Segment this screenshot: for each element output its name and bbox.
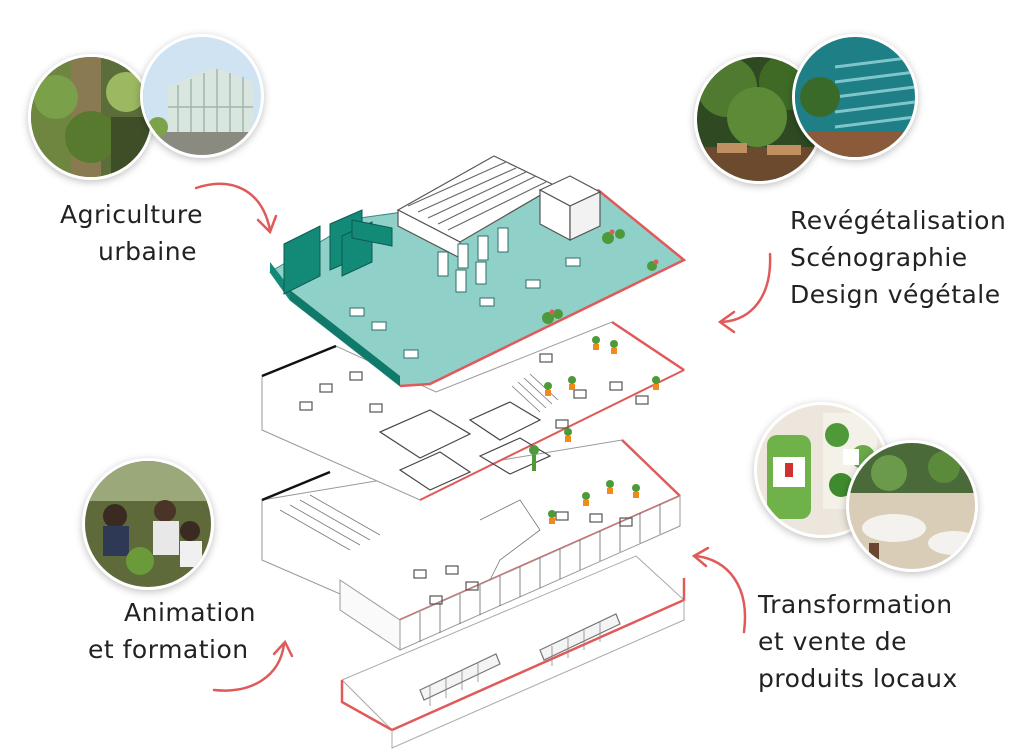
label-line: Design végétale <box>790 280 1001 309</box>
label-line: Transformation <box>758 590 953 619</box>
potted-plant-icon <box>529 336 660 524</box>
ground-floor <box>340 555 686 749</box>
label-line: Scénographie <box>790 243 968 272</box>
curved-arrow-icon <box>194 182 278 235</box>
curved-arrow-icon <box>717 252 772 334</box>
roof-garden <box>269 155 687 388</box>
greenhouse <box>396 155 558 259</box>
label-transformation-vente: Transformation et vente de produits loca… <box>758 586 958 697</box>
label-line: Agriculture <box>60 200 203 229</box>
first-floor <box>261 439 681 651</box>
label-line: et vente de <box>758 627 908 656</box>
label-line: Revégétalisation <box>790 206 1007 235</box>
label-line: et formation <box>88 635 249 664</box>
label-animation-formation: Animation et formation <box>88 594 256 668</box>
label-line: urbaine <box>98 237 197 266</box>
label-agriculture-urbaine: Agriculture urbaine <box>60 196 203 270</box>
second-floor <box>261 320 685 501</box>
photo-greenhouse-building <box>140 34 264 158</box>
rooftop-kiosk <box>538 175 602 241</box>
label-line: produits locaux <box>758 664 958 693</box>
label-revegetalisation: Revégétalisation Scénographie Design vég… <box>790 202 1006 313</box>
curved-arrow-icon <box>212 639 294 692</box>
curved-arrow-icon <box>691 546 747 634</box>
label-line: Animation <box>124 598 256 627</box>
